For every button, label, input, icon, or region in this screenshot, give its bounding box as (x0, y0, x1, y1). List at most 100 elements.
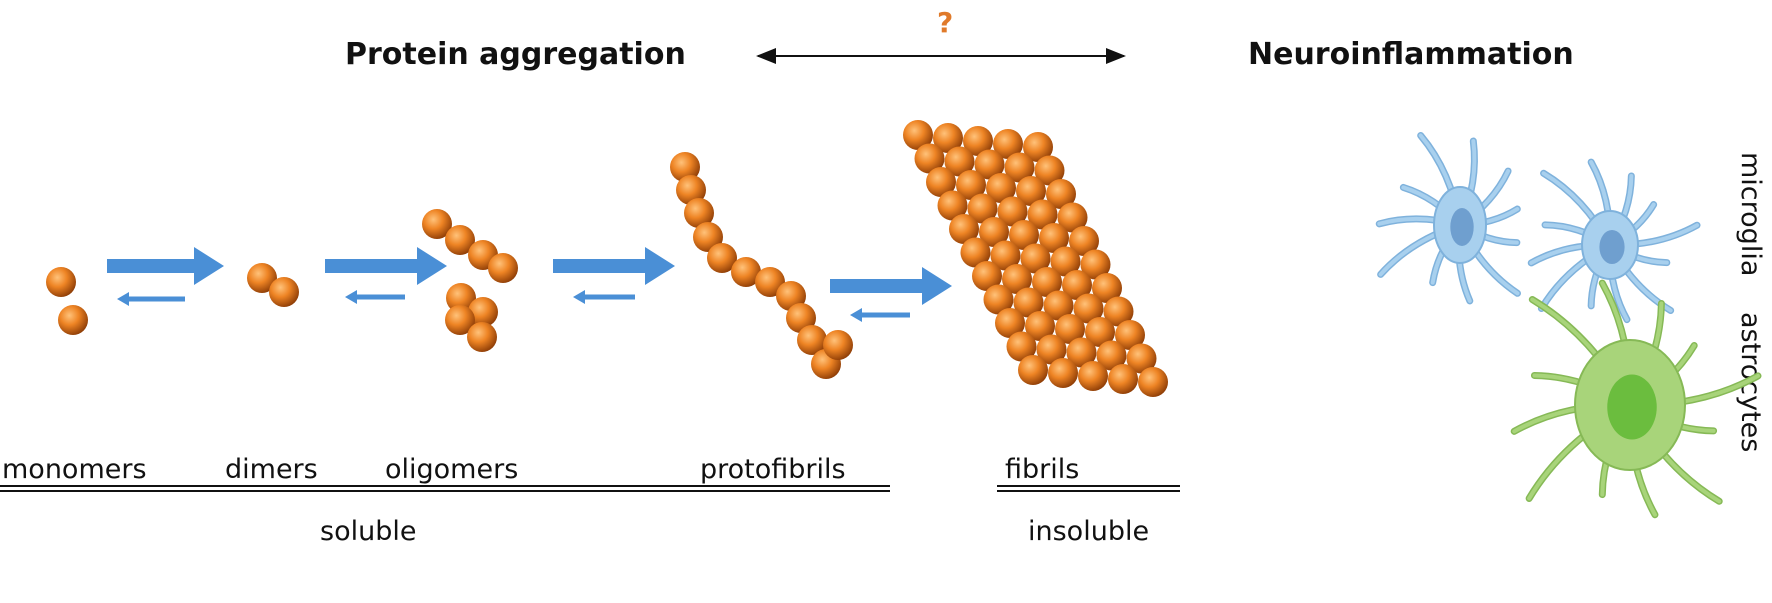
reverse-arrow (117, 292, 185, 306)
fibril-sphere (993, 129, 1023, 159)
fibril-sphere (926, 167, 956, 197)
fibril-sphere (933, 123, 963, 153)
fibril-sphere (1043, 290, 1074, 321)
label-microglia: microglia (1735, 152, 1766, 276)
fibril-sphere (1085, 317, 1115, 347)
nucleus (1599, 230, 1625, 264)
fibril-sphere (1048, 358, 1078, 388)
protofibril-sphere (670, 152, 700, 182)
forward-arrow (325, 247, 447, 285)
nucleus (1450, 208, 1474, 246)
dimer-sphere (247, 263, 277, 293)
fibril-sphere (1004, 152, 1035, 183)
fibril-sphere (1126, 343, 1157, 374)
fibril-sphere (983, 284, 1014, 315)
fibril-sphere (1138, 367, 1168, 397)
stage-labels: monomers dimers oligomers protofibrils f… (2, 454, 1079, 485)
microglia-cell (1527, 158, 1701, 324)
fibril-sphere (1066, 337, 1097, 368)
protofibril-sphere (731, 257, 761, 287)
fibril-sphere (1023, 132, 1053, 162)
question-mark: ? (937, 6, 953, 39)
protofibril-sphere (684, 198, 714, 228)
fibril-sphere (990, 240, 1021, 271)
protein-spheres (46, 120, 1168, 397)
protofibril-sphere (676, 175, 706, 205)
fibril-sphere (956, 170, 986, 200)
astrocyte-cell (1510, 279, 1762, 519)
fibril-sphere (1016, 176, 1046, 206)
fibril-sphere (1006, 331, 1037, 362)
label-insoluble: insoluble (1028, 516, 1149, 547)
fibril-sphere (979, 217, 1009, 247)
fibril-sphere (1103, 296, 1134, 327)
forward-arrow (553, 247, 675, 285)
fibril-sphere (960, 237, 991, 268)
fibril-sphere (1046, 179, 1076, 209)
oligomer-sphere (445, 225, 475, 255)
dimer-sphere (269, 277, 299, 307)
equilibrium-arrows (107, 247, 952, 322)
fibril-sphere (1078, 361, 1108, 391)
oligomer-sphere (488, 253, 518, 283)
fibril-sphere (1050, 246, 1081, 277)
fibril-sphere (903, 120, 933, 150)
fibril-sphere (1073, 293, 1104, 324)
fibril-sphere (1092, 273, 1122, 303)
label-dimers: dimers (225, 454, 318, 485)
oligomer-sphere (468, 297, 498, 327)
oligomer-sphere (422, 209, 452, 239)
protofibril-sphere (823, 330, 853, 360)
protofibril-sphere (707, 243, 737, 273)
fibril-sphere (986, 173, 1016, 203)
reverse-arrow (850, 308, 910, 322)
group-lines (0, 485, 1180, 492)
title-protein-aggregation: Protein aggregation (345, 37, 686, 72)
fibril-sphere (1036, 334, 1067, 365)
nucleus (1607, 374, 1657, 440)
fibril-sphere (1002, 264, 1032, 294)
fibril-sphere (1055, 314, 1085, 344)
oligomer-sphere (467, 322, 497, 352)
fibril-sphere (972, 261, 1002, 291)
fibril-sphere (974, 149, 1005, 180)
label-oligomers: oligomers (385, 454, 518, 485)
fibril-sphere (1025, 311, 1055, 341)
fibril-sphere (1096, 340, 1127, 371)
forward-arrow (107, 247, 224, 285)
fibril-sphere (1108, 364, 1138, 394)
label-soluble: soluble (320, 516, 416, 547)
fibril-sphere (1018, 355, 1048, 385)
fibril-sphere (1013, 287, 1044, 318)
fibril-sphere (1009, 220, 1039, 250)
fibril-sphere (1039, 223, 1069, 253)
monomer-sphere (58, 305, 88, 335)
fibril-sphere (967, 193, 998, 224)
fibril-sphere (1034, 155, 1065, 186)
reverse-arrow (345, 290, 405, 304)
monomer-sphere (46, 267, 76, 297)
title-neuroinflammation: Neuroinflammation (1248, 37, 1574, 72)
label-fibrils: fibrils (1005, 454, 1079, 485)
fibril-sphere (1020, 243, 1051, 274)
glial-cells (1375, 132, 1762, 519)
fibril-sphere (914, 143, 945, 174)
protofibril-sphere (797, 325, 827, 355)
fibril-sphere (1080, 249, 1111, 280)
oligomer-sphere (445, 305, 475, 335)
fibril-sphere (1062, 270, 1092, 300)
fibril-sphere (963, 126, 993, 156)
fibril-sphere (949, 214, 979, 244)
oligomer-sphere (446, 283, 476, 313)
forward-arrow (830, 267, 952, 305)
label-protofibrils: protofibrils (700, 454, 846, 485)
fibril-sphere (1069, 226, 1099, 256)
fibril-sphere (1115, 320, 1145, 350)
fibril-sphere (995, 308, 1025, 338)
fibril-sphere (1057, 202, 1088, 233)
fibril-sphere (997, 196, 1028, 227)
fibril-sphere (944, 146, 975, 177)
reverse-arrow (573, 290, 635, 304)
fibril-sphere (1027, 199, 1058, 230)
